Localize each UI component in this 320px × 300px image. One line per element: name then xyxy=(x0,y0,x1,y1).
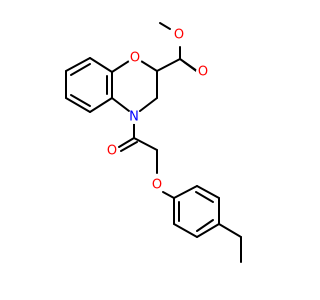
ester-methoxy-oxygen-text: O xyxy=(174,28,184,43)
amide-carbonyl-oxygen-text: O xyxy=(107,144,117,159)
ring-oxygen-label: O xyxy=(128,51,142,66)
ethylphenyl-ring xyxy=(173,185,220,238)
amide-carbonyl-oxygen-label: O xyxy=(105,144,119,159)
benzo-ring xyxy=(65,57,113,113)
ether-oxygen-text: O xyxy=(152,178,162,193)
ring-nitrogen-text: N xyxy=(129,110,139,125)
amide-linker xyxy=(118,123,175,199)
ester-carbonyl-oxygen-label: O xyxy=(196,65,210,80)
ester-methoxy-oxygen-label: O xyxy=(172,28,186,43)
ester-carbonyl-oxygen-text: O xyxy=(198,65,208,80)
oxazine-ring xyxy=(111,60,158,112)
ring-oxygen-text: O xyxy=(130,51,140,66)
ethyl-group xyxy=(218,223,242,263)
ether-oxygen-label: O xyxy=(150,178,164,193)
molecule-diagram: O N O O O O xyxy=(65,22,242,263)
ring-nitrogen-label: N xyxy=(127,110,141,125)
